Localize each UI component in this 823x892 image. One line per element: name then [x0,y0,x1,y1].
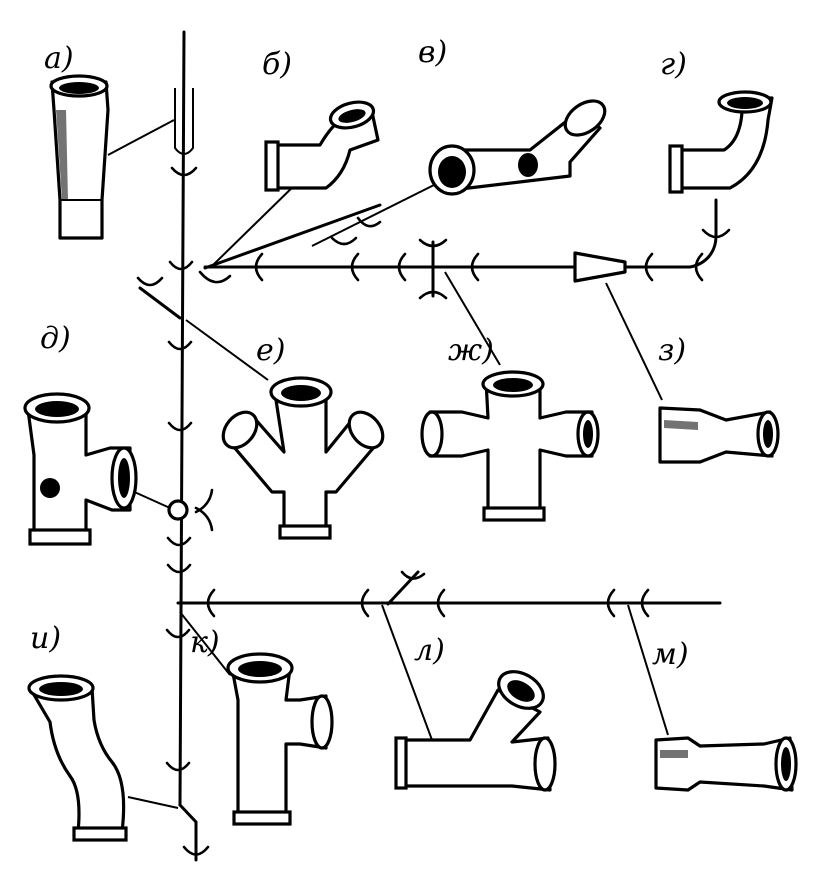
fitting-m-coupling [654,736,798,792]
junction-circle [167,499,189,521]
fitting-l-oblique-branch [394,670,557,792]
fitting-v-oblique-branch [428,99,607,196]
fitting-a-socket-pipe [49,74,110,240]
label-e: е) [256,333,285,368]
label-l: л) [414,633,445,668]
junction-cross-zh [418,238,448,300]
label-zh: ж) [448,333,494,368]
fitting-labels: а) б) в) г) д) е) ж) з) и) к) л) м) [30,35,689,672]
reducer-symbol-z [573,251,627,283]
label-k: к) [190,625,220,660]
fitting-e-double-branch [221,376,385,540]
pipe-network [138,30,722,862]
label-m: м) [652,637,689,672]
fitting-b-bend [264,100,380,192]
fitting-z-reducer [658,406,780,464]
fitting-g-elbow [668,90,774,194]
label-d: д) [40,321,71,356]
label-z: з) [658,333,686,368]
fitting-i-offset [27,674,128,842]
label-a: а) [44,41,74,76]
label-i: и) [30,621,61,656]
label-v: в) [418,35,447,70]
leader-lines [107,119,669,809]
cleanout-symbol-a [174,88,194,155]
fitting-d-tee [23,392,138,546]
fitting-k-tee [226,652,334,826]
fitting-zh-cross [420,370,600,522]
label-g: г) [660,47,687,82]
socket-marks [136,166,731,856]
label-b: б) [262,47,292,82]
